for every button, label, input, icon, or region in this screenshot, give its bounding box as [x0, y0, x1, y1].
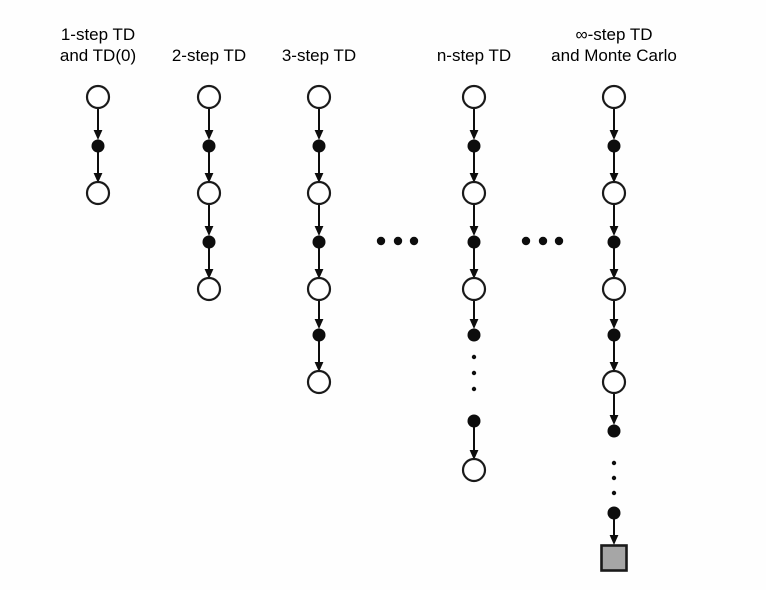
label-one-step-td-line1: 1-step TD [61, 25, 135, 44]
arrow-head-state1-action1 [204, 226, 214, 236]
ellipsis-dot [393, 236, 403, 246]
arrow-head-state0-action0 [469, 130, 479, 140]
action-node [312, 235, 326, 249]
arrow-head-state2-action2 [314, 319, 324, 329]
ellipsis-dot [554, 236, 564, 246]
arrow-head-action0-state1 [93, 173, 103, 183]
arrow-head-action0-state1 [609, 173, 619, 183]
arrow-head-state0-action0 [609, 130, 619, 140]
arrow-head-state2-action2 [609, 319, 619, 329]
action-node [607, 424, 621, 438]
column-labels: 1-step TD and TD(0) 2-step TD 3-step TD … [60, 25, 677, 65]
label-infinity-step-td-line1: ∞-step TD [576, 25, 653, 44]
ellipsis-dot [611, 460, 617, 466]
state-node [461, 84, 487, 110]
action-node [202, 139, 216, 153]
action-node [467, 328, 481, 342]
label-two-step-td: 2-step TD [172, 46, 246, 65]
terminal-state-node [600, 544, 628, 572]
ellipsis-dot [409, 236, 419, 246]
action-node [467, 139, 481, 153]
label-three-step-td: 3-step TD [282, 46, 356, 65]
arrow-head-state0-action0 [314, 130, 324, 140]
arrow-head-action4-terminal [609, 535, 619, 545]
arrow-head-action0-state1 [204, 173, 214, 183]
arrow-head-state2-action2 [469, 319, 479, 329]
state-node [306, 84, 332, 110]
ellipsis-dot [471, 354, 477, 360]
ellipsis-dot [611, 490, 617, 496]
state-node [601, 369, 627, 395]
ellipsis-dot [538, 236, 548, 246]
action-node [467, 414, 481, 428]
state-node [196, 180, 222, 206]
column-infinity-step-td-monte-carlo [600, 84, 628, 572]
state-node [306, 369, 332, 395]
label-infinity-step-td-line2: and Monte Carlo [551, 46, 677, 65]
ellipsis-dot [471, 370, 477, 376]
arrow-head-action1-state2 [314, 269, 324, 279]
action-node [607, 139, 621, 153]
state-node [461, 180, 487, 206]
arrow-head-action3-state3 [469, 450, 479, 460]
vertical-ellipsis-n-step [471, 354, 477, 392]
ellipsis-dot [471, 386, 477, 392]
ellipsis-dot [521, 236, 531, 246]
state-node [196, 276, 222, 302]
arrow-head-action2-state3 [609, 362, 619, 372]
arrow-head-state1-action1 [609, 226, 619, 236]
arrow-head-action1-state2 [204, 269, 214, 279]
arrow-head-action1-state2 [469, 269, 479, 279]
state-node [461, 457, 487, 483]
action-node [607, 506, 621, 520]
ellipsis-between-n-and-infinity [521, 236, 564, 246]
arrow-head-action0-state1 [314, 173, 324, 183]
ellipsis-between-3-and-n [376, 236, 419, 246]
action-node [467, 235, 481, 249]
action-node [607, 235, 621, 249]
action-node [91, 139, 105, 153]
action-node [607, 328, 621, 342]
vertical-ellipsis-infinity-step [611, 460, 617, 496]
column-n-step-td [461, 84, 487, 483]
arrow-head-state0-action0 [204, 130, 214, 140]
arrow-head-action1-state2 [609, 269, 619, 279]
arrow-head-state1-action1 [314, 226, 324, 236]
column-one-step-td [85, 84, 111, 206]
state-node [306, 276, 332, 302]
column-two-step-td [196, 84, 222, 302]
ellipsis-dot [376, 236, 386, 246]
column-three-step-td [306, 84, 332, 395]
action-node [312, 139, 326, 153]
state-node [196, 84, 222, 110]
state-node [461, 276, 487, 302]
state-node [601, 84, 627, 110]
ellipsis-dot [611, 475, 617, 481]
arrow-head-state3-action3 [609, 415, 619, 425]
label-n-step-td: n-step TD [437, 46, 511, 65]
label-one-step-td-line2: and TD(0) [60, 46, 136, 65]
arrow-head-state0-action0 [93, 130, 103, 140]
state-node [601, 276, 627, 302]
state-node [601, 180, 627, 206]
arrow-head-action2-state3 [314, 362, 324, 372]
arrow-head-state1-action1 [469, 226, 479, 236]
state-node [306, 180, 332, 206]
state-node [85, 84, 111, 110]
state-node [85, 180, 111, 206]
arrow-head-action0-state1 [469, 173, 479, 183]
action-node [202, 235, 216, 249]
action-node [312, 328, 326, 342]
